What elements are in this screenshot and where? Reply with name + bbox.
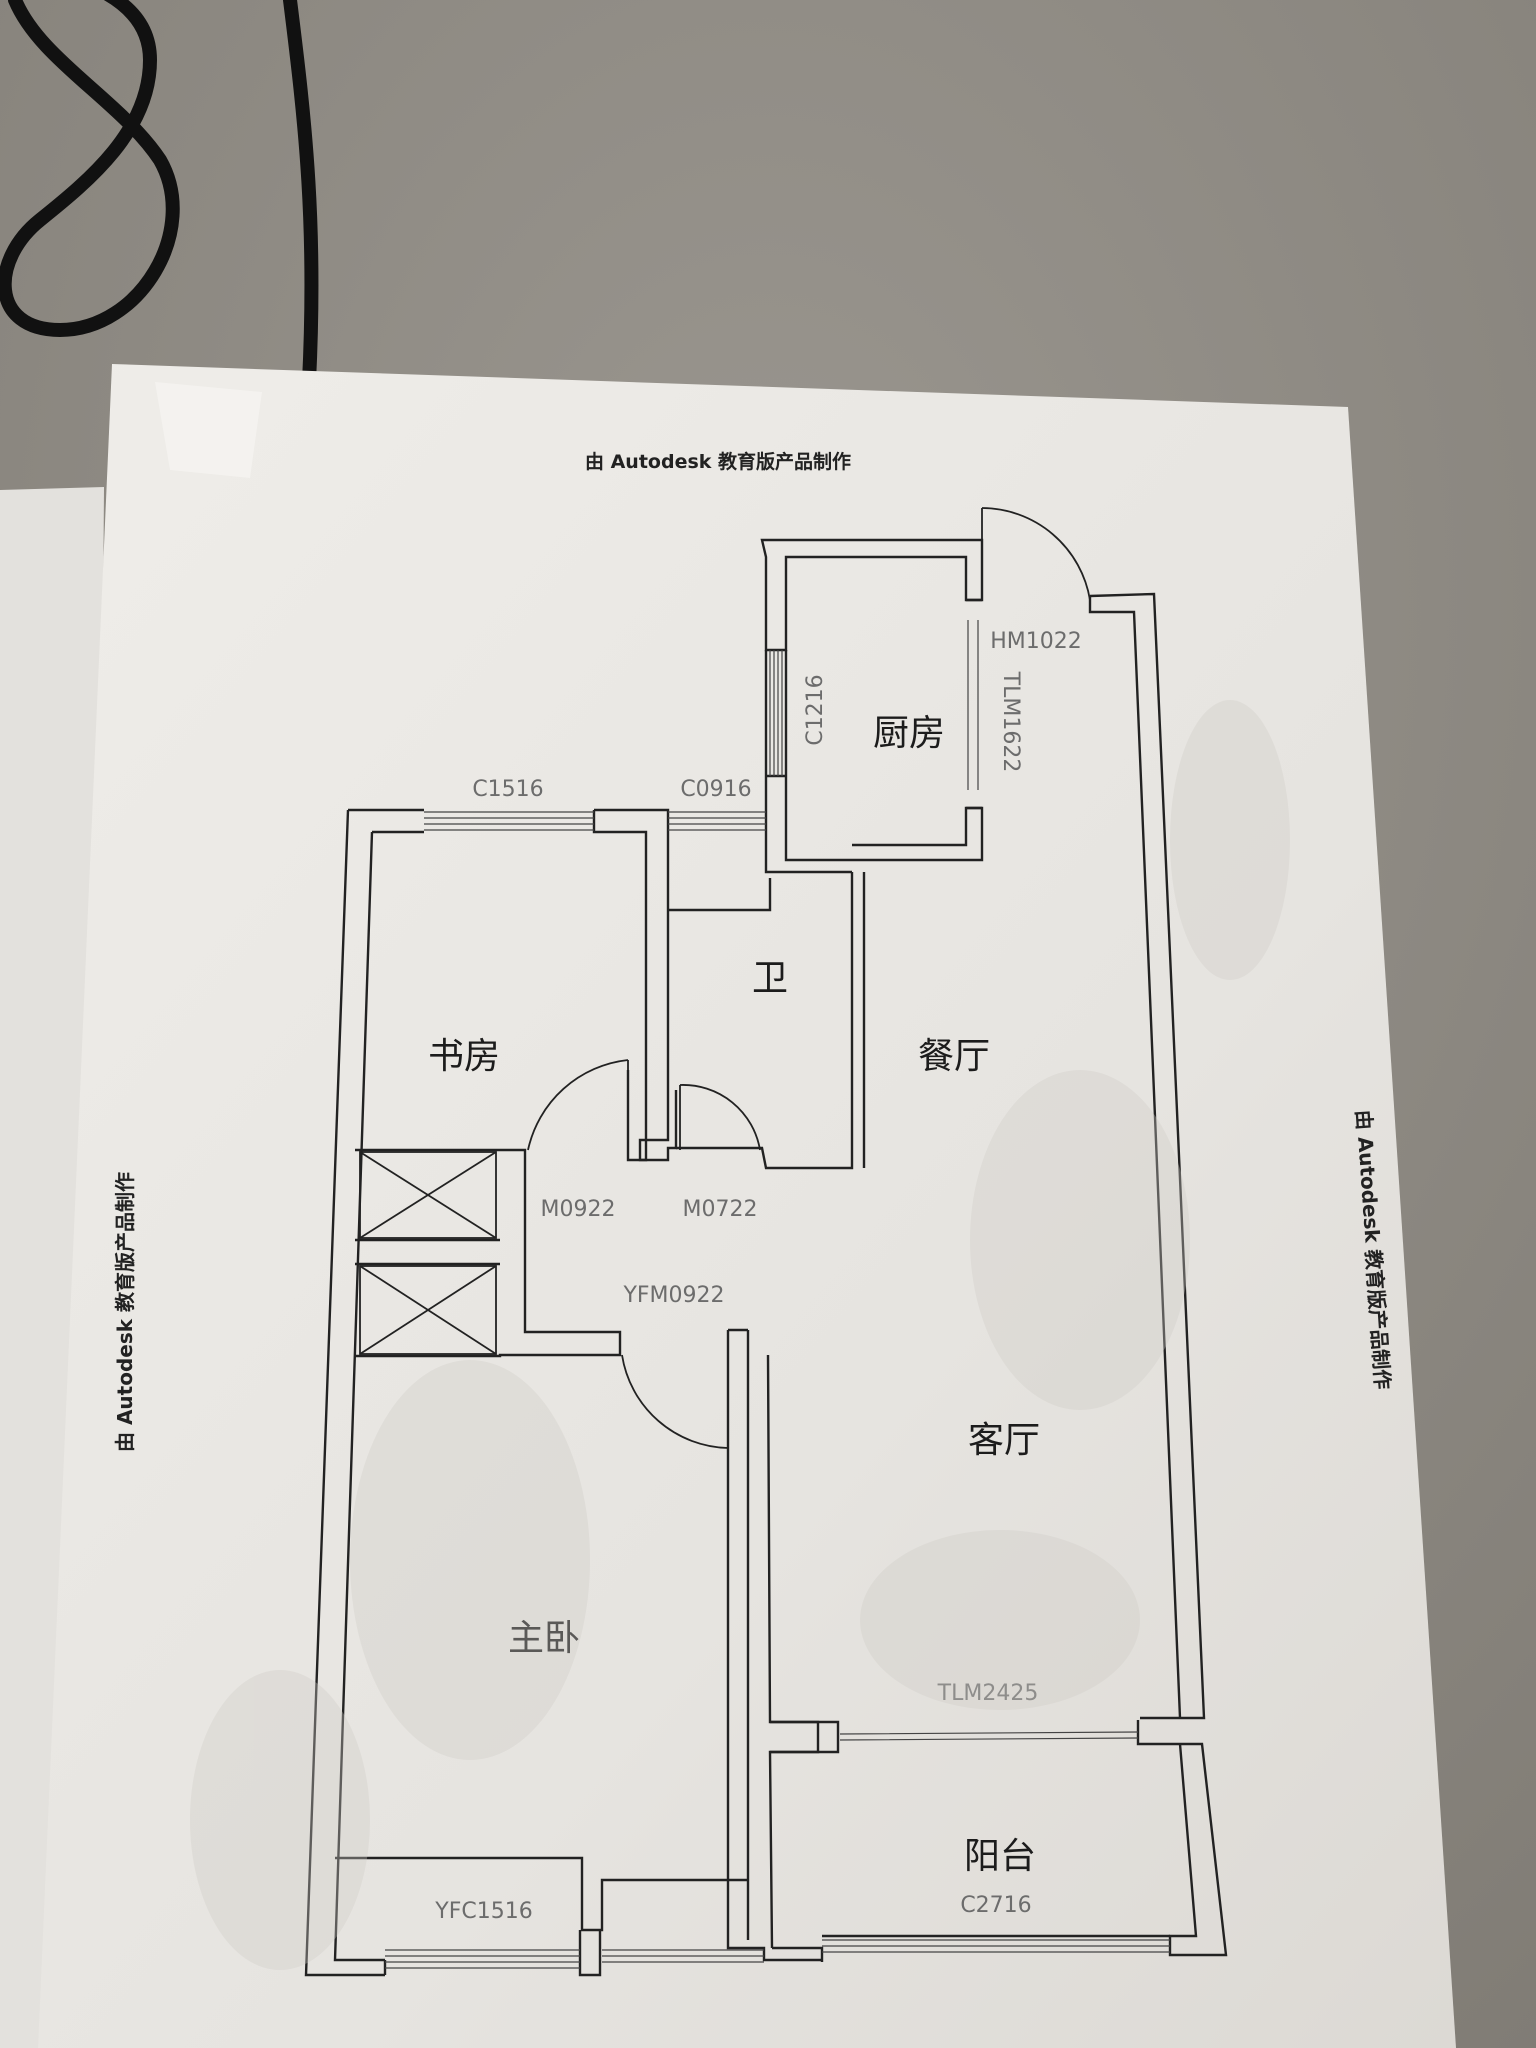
wall-right-outer <box>1089 592 1206 1720</box>
code-bath-window: C0916 <box>680 777 751 802</box>
wall-bedroom-right-inner <box>728 1328 750 1940</box>
wall-bath-left <box>668 878 772 912</box>
code-living-sliding-door: TLM2425 <box>937 1681 1039 1706</box>
wall-bedroom-right <box>726 1330 822 1962</box>
wall-closet-inner <box>355 1238 500 1266</box>
room-label-balcony: 阳台 <box>964 1836 1036 1877</box>
wall-study-top <box>348 808 424 834</box>
windows <box>385 620 1170 1969</box>
paper-wrinkles <box>190 700 1290 1970</box>
code-entry-door: HM1022 <box>990 629 1082 654</box>
code-study-window: C1516 <box>472 777 543 802</box>
window-kitchen-right <box>967 620 979 790</box>
door-entry-swing <box>981 507 1091 601</box>
room-label-master-bedroom: 主卧 <box>508 1618 580 1659</box>
door-swings <box>527 507 1091 1449</box>
watermark-top: 由 Autodesk 教育版产品制作 <box>585 450 851 473</box>
wall-kitchen-right <box>966 598 982 810</box>
window-kitchen <box>769 650 783 776</box>
window-bedroom <box>385 1949 580 1969</box>
wall-study-right <box>638 888 678 1162</box>
code-study-door: M0922 <box>541 1197 616 1222</box>
code-bedroom-window: YFC1516 <box>434 1899 532 1924</box>
window-living <box>839 1731 1139 1741</box>
wall-living-left <box>766 1354 820 1949</box>
door-bedroom-swing <box>621 1354 729 1449</box>
wall-bath-right <box>676 872 854 1170</box>
door-study-swing <box>527 1059 629 1151</box>
room-label-dining: 餐厅 <box>918 1036 990 1077</box>
wall-closet <box>355 1148 622 1358</box>
code-bedroom-door: YFM0922 <box>622 1283 724 1308</box>
paper-sheet <box>38 364 1456 2048</box>
adjacent-paper-sheet <box>0 487 104 2048</box>
window-bath <box>668 811 766 831</box>
watermark-left: 由 Autodesk 教育版产品制作 <box>113 1172 137 1452</box>
wall-balcony-top <box>770 1720 1228 1957</box>
code-balcony-window: C2716 <box>960 1893 1031 1918</box>
closet-box-1 <box>359 1151 497 1239</box>
room-label-bathroom: 卫 <box>752 958 788 999</box>
room-label-kitchen: 厨房 <box>873 713 945 754</box>
wall-right-inner <box>1088 596 1182 1719</box>
wall-left-outer <box>304 809 385 1977</box>
code-kitchen-sliding-door: TLM1622 <box>998 671 1023 773</box>
door-bath-swing <box>679 1084 761 1151</box>
wall-bedroom-bottom <box>335 1856 748 1932</box>
code-bath-door: M0722 <box>683 1197 758 1222</box>
window-balcony <box>822 1939 1170 1953</box>
black-cable <box>0 0 319 407</box>
closet-box-2 <box>359 1265 497 1355</box>
floor-plan <box>304 538 1228 1977</box>
code-kitchen-window: C1216 <box>803 674 828 745</box>
room-label-study: 书房 <box>428 1036 500 1077</box>
wall-balcony-bottom <box>772 1934 1170 1962</box>
room-label-living: 客厅 <box>968 1420 1040 1461</box>
window-bedroom-2 <box>602 1949 764 1963</box>
window-study <box>424 811 594 831</box>
closet-boxes <box>359 1151 497 1355</box>
wall-study-top-mid <box>592 808 670 888</box>
tape-piece <box>155 382 262 478</box>
wall-kitchen-left <box>764 650 788 778</box>
